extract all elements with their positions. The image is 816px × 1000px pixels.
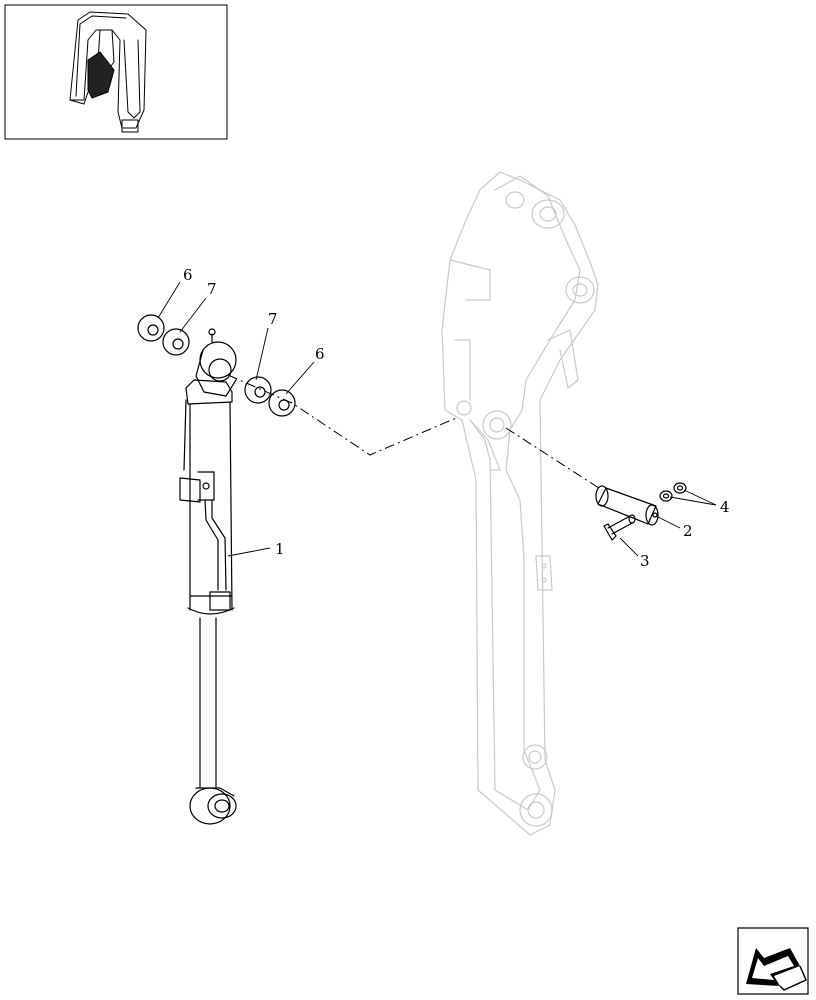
previous-page-button[interactable] [737, 927, 809, 995]
callout-6-right: 6 [315, 345, 325, 363]
callout-3: 3 [640, 552, 650, 570]
washer-6-left [137, 314, 165, 342]
callout-6-left: 6 [183, 266, 193, 284]
nut [659, 482, 687, 502]
boom-arm-outline [441, 171, 599, 836]
callout-2: 2 [683, 522, 693, 540]
bolt [603, 514, 636, 541]
machine-overview-icon [69, 11, 147, 133]
washer-7-left [162, 328, 190, 356]
callout-7-left: 7 [207, 280, 217, 298]
assembly-centerlines [227, 374, 603, 491]
pin [595, 485, 659, 526]
callout-7-right: 7 [268, 310, 278, 328]
callout-labels: 6 7 7 6 1 4 2 3 [183, 266, 730, 570]
callout-1: 1 [275, 540, 285, 558]
callout-4: 4 [720, 498, 730, 516]
hydraulic-cylinder [179, 328, 237, 825]
previous-page-arrow-icon [746, 948, 807, 991]
leader-lines [157, 281, 717, 557]
overview-thumbnail[interactable] [4, 4, 228, 140]
washer-7-right [244, 376, 272, 404]
